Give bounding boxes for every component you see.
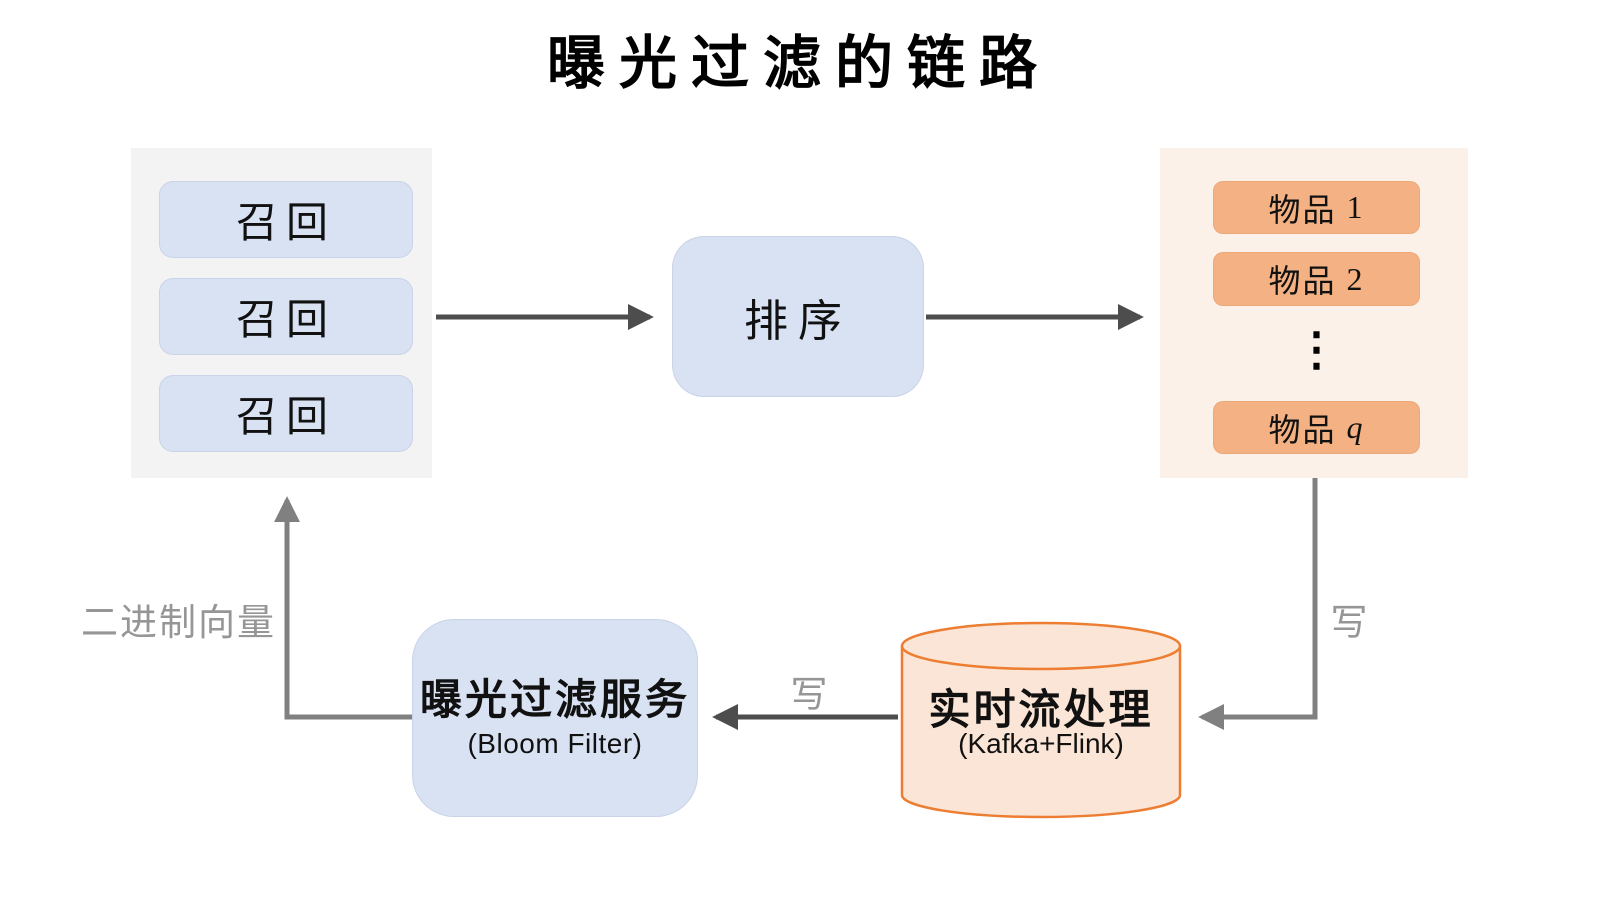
item-label: 物品: [1268, 191, 1337, 228]
filter-service-title: 曝光过滤服务: [419, 675, 690, 723]
recall-box-label: 召回: [235, 296, 336, 343]
recall-box-1: 召回: [159, 181, 413, 258]
item-box-2: 物品 2: [1213, 252, 1420, 306]
ranking-box-label: 排序: [744, 296, 852, 346]
recall-box-2: 召回: [159, 278, 413, 355]
item-box-q: 物品 q: [1213, 401, 1420, 454]
recall-box-3: 召回: [159, 375, 413, 452]
item-label: 物品: [1268, 263, 1337, 299]
stream-store-subtitle: (Kafka+Flink): [958, 728, 1124, 759]
item-label: 物品: [1268, 411, 1337, 448]
filter-service-box: 曝光过滤服务 (Bloom Filter): [412, 619, 698, 817]
edge-items-to-stream: [1198, 478, 1318, 730]
item-index: 1: [1346, 189, 1365, 225]
ranking-box: 排序: [672, 236, 924, 397]
filter-service-subtitle: (Bloom Filter): [467, 728, 643, 760]
edge-label-binary-vector: 二进制向量: [81, 602, 276, 643]
vertical-ellipsis: ⋮: [1293, 323, 1340, 375]
item-index: q: [1346, 409, 1365, 445]
recall-box-label: 召回: [235, 393, 336, 440]
item-box-1: 物品 1: [1213, 181, 1420, 234]
diagram-title: 曝光过滤的链路: [546, 31, 1051, 96]
edge-filter-to-recall: [274, 496, 412, 720]
item-index: 2: [1346, 260, 1365, 297]
edge-label-write-stream-to-filter: 写: [790, 674, 830, 715]
edge-label-write-items-to-stream: 写: [1330, 602, 1370, 643]
recall-box-label: 召回: [235, 199, 336, 246]
